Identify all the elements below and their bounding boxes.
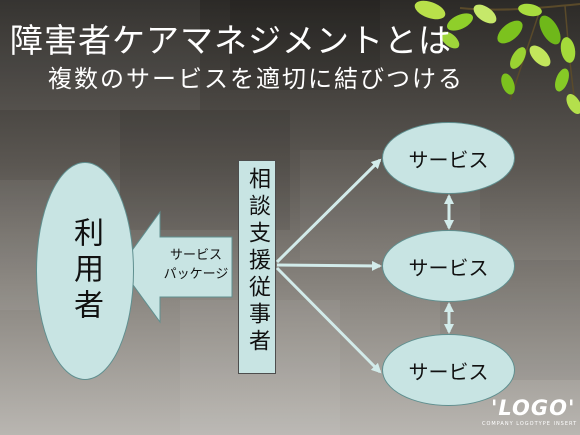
service-label-2: サービス [408,255,489,280]
service-package-label: サービス パッケージ [162,246,230,284]
bg-tile [0,0,200,110]
caseworker-label: 相談支援従事者 [245,167,270,356]
slide-title: 障害者ケアマネジメントとは [10,21,452,60]
service-node-2: サービス [382,230,515,302]
leaves-decoration-icon [414,0,580,114]
bg-tile [230,0,380,90]
service-label-3: サービス [408,359,489,384]
service-package-line-2: パッケージ [163,267,229,282]
logo-tagline: COMPANY LOGOTYPE INSERT [482,421,578,427]
arrow-to-service-3 [275,266,382,374]
arrow-to-service-2 [276,260,382,271]
user-label: 利用者 [68,217,103,325]
user-node: 利用者 [36,162,134,380]
service-node-3: サービス [382,334,515,406]
service-package-line-1: サービス [169,248,222,263]
logo-mark: 'LOGO' [491,396,576,420]
slide-subtitle: 複数のサービスを適切に結びつける [48,65,464,93]
service-node-1: サービス [382,122,515,194]
arrow-to-service-1 [275,158,382,264]
service-package-arrow [119,210,233,324]
service-label-1: サービス [408,147,489,172]
caseworker-node: 相談支援従事者 [238,160,276,374]
